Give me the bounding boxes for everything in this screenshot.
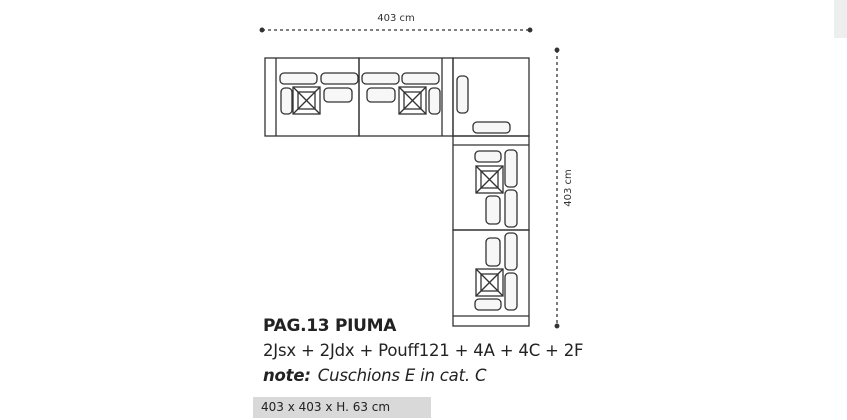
sofa-floor-plan: 403 cm 403 cm (259, 13, 574, 329)
overall-size-text: 403 x 403 x H. 63 cm (261, 400, 391, 414)
sofa-module-top-left (264, 57, 360, 137)
depth-dimension-line (554, 47, 560, 329)
sofa-module-right-lower (452, 229, 530, 327)
sofa-module-top-right (358, 57, 454, 137)
overall-size-bar: 403 x 403 x H. 63 cm (253, 397, 431, 418)
depth-dimension-label: 403 cm (563, 169, 574, 207)
sofa-module-right-upper (452, 135, 530, 231)
width-dimension-line (259, 27, 533, 33)
note-key: note: (263, 366, 311, 385)
page-edge-strip (834, 0, 847, 38)
width-dimension-label: 403 cm (377, 13, 415, 24)
corner-pouf (452, 57, 530, 137)
note-text: Cuschions E in cat. C (317, 366, 487, 385)
product-title: PAG.13 PIUMA (263, 316, 397, 336)
composition-formula: 2Jsx + 2Jdx + Pouff121 + 4A + 4C + 2F (263, 341, 584, 360)
cushion-note: note: Cuschions E in cat. C (263, 366, 486, 385)
